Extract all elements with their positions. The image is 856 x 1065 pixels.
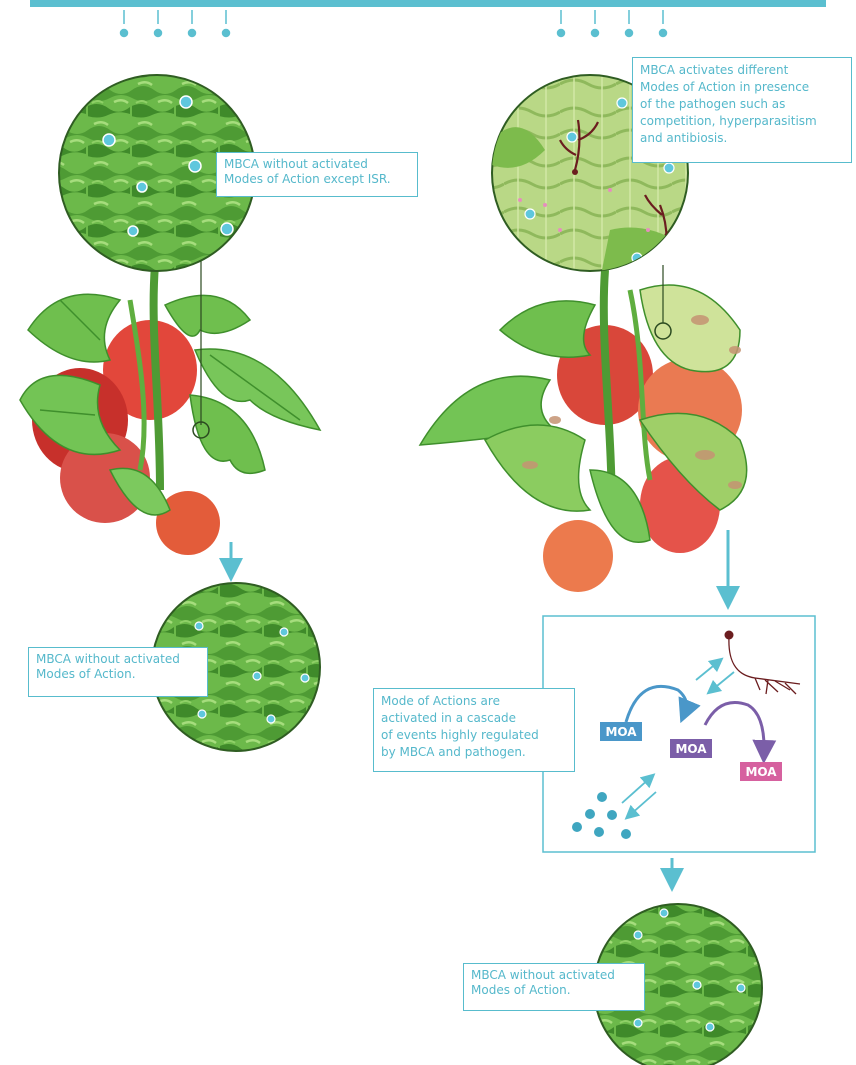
spray-arrows-left xyxy=(121,10,230,37)
callout-line: of events highly regulated xyxy=(381,727,567,744)
mbca-cell xyxy=(103,134,115,146)
callout-line: of the pathogen such as xyxy=(640,96,844,113)
mbca-cell xyxy=(248,99,258,109)
callout-line: and antibiosis. xyxy=(640,130,844,147)
callout-right-top: MBCA activates different Modes of Action… xyxy=(632,57,852,163)
mbca-cell xyxy=(525,209,535,219)
mbca-cell xyxy=(180,96,192,108)
mbca-cell xyxy=(634,931,642,939)
mbca-cell xyxy=(706,1023,714,1031)
mbca-cell xyxy=(660,909,668,917)
mbca-cell xyxy=(737,984,745,992)
mbca-cell xyxy=(664,163,674,173)
moa-label-pink: MOA xyxy=(745,765,777,779)
callout-line: MBCA without activated xyxy=(471,968,637,983)
callout-left-top: MBCA without activated Modes of Action e… xyxy=(216,152,418,197)
mbca-cell xyxy=(301,674,309,682)
moa-label-blue: MOA xyxy=(605,725,637,739)
tomato xyxy=(543,520,613,592)
callout-line: activated in a cascade xyxy=(381,710,567,727)
mbca-cell xyxy=(280,628,288,636)
moa-label-purple: MOA xyxy=(675,742,707,756)
leaf xyxy=(485,425,590,511)
mbca-cell xyxy=(195,622,203,630)
callout-line: MBCA without activated xyxy=(36,652,200,667)
mbca-cell xyxy=(267,715,275,723)
top-bar xyxy=(30,0,826,7)
cascade-panel xyxy=(543,616,815,852)
mbca-cell xyxy=(617,98,627,108)
leaf xyxy=(500,301,595,357)
callout-line: Modes of Action except ISR. xyxy=(224,172,410,187)
callout-line: competition, hyperparasitism xyxy=(640,113,844,130)
mbca-cell xyxy=(189,160,201,172)
callout-cascade: Mode of Actions are activated in a casca… xyxy=(373,688,575,772)
callout-line: Mode of Actions are xyxy=(381,693,567,710)
callout-line: Modes of Action. xyxy=(471,983,637,998)
callout-line: MBCA activates different xyxy=(640,62,844,79)
mbca-cell xyxy=(634,1019,642,1027)
leaf xyxy=(28,294,120,362)
callout-line: Modes of Action in presence xyxy=(640,79,844,96)
callout-line: by MBCA and pathogen. xyxy=(381,744,567,761)
callout-right-bottom: MBCA without activated Modes of Action. xyxy=(463,963,645,1011)
mbca-cell xyxy=(137,182,147,192)
spray-arrows-right xyxy=(558,10,667,37)
right-tomato-plant xyxy=(420,270,747,592)
mbca-cell xyxy=(198,710,206,718)
left-tomato-plant xyxy=(20,265,320,555)
mbca-cell xyxy=(128,226,138,236)
callout-line: Modes of Action. xyxy=(36,667,200,682)
mbca-cell xyxy=(221,223,233,235)
mbca-cell xyxy=(693,981,701,989)
callout-line: MBCA without activated xyxy=(224,157,410,172)
mbca-cell xyxy=(253,672,261,680)
callout-left-bottom: MBCA without activated Modes of Action. xyxy=(28,647,208,697)
mbca-cell xyxy=(567,132,577,142)
